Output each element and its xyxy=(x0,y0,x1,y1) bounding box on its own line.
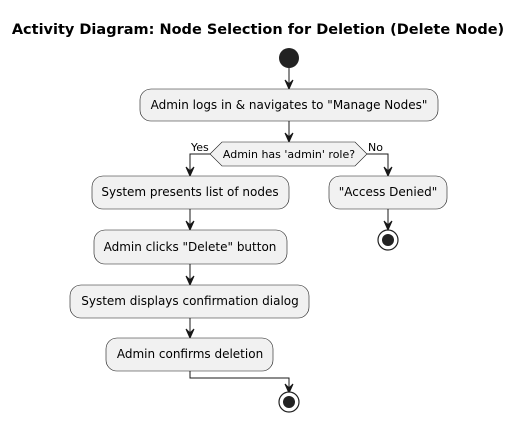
edge-yes-branch xyxy=(189,153,210,171)
activity-confirm-dialog-label: System displays confirmation dialog xyxy=(81,294,299,308)
arrowhead xyxy=(284,383,294,395)
activity-list-nodes-label: System presents list of nodes xyxy=(101,185,278,199)
activity-login-label: Admin logs in & navigates to "Manage Nod… xyxy=(151,98,428,112)
activity-click-delete-label: Admin clicks "Delete" button xyxy=(104,240,277,254)
decision-yes-label: Yes xyxy=(190,141,209,154)
diagram-title: Activity Diagram: Node Selection for Del… xyxy=(12,22,504,38)
arrowhead xyxy=(185,220,195,232)
activity-access-denied-label: "Access Denied" xyxy=(339,185,438,199)
start-node xyxy=(279,48,299,68)
arrowhead xyxy=(284,132,294,144)
arrowhead xyxy=(383,166,393,178)
edge-no-branch xyxy=(367,153,389,171)
decision-no-label: No xyxy=(368,141,383,154)
arrowhead xyxy=(185,275,195,287)
stop-node-denied-inner xyxy=(382,234,394,246)
edge-confirm-stop xyxy=(189,371,290,388)
arrowhead xyxy=(185,166,195,178)
activity-confirm-deletion-label: Admin confirms deletion xyxy=(117,347,263,361)
decision-question: Admin has 'admin' role? xyxy=(223,148,355,161)
arrowhead xyxy=(284,79,294,91)
stop-node-final-inner xyxy=(283,396,295,408)
arrowhead xyxy=(383,220,393,232)
arrowhead xyxy=(185,328,195,340)
